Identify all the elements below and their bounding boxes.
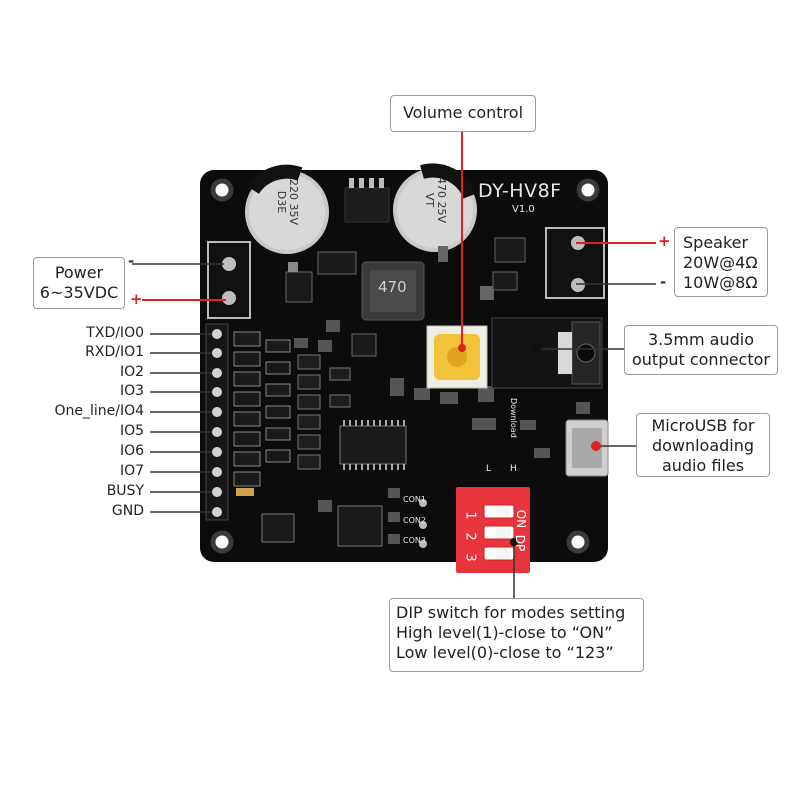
audio-output-line1: 3.5mm audio [647, 330, 755, 349]
capacitor-470-label: 470 25V VT [423, 176, 448, 224]
silk-con3: CON3 [403, 536, 426, 545]
pin-label-io4: One_line/IO4 [54, 403, 144, 419]
pin-label-busy: BUSY [106, 483, 144, 499]
board-name: DY-HV8F [478, 180, 562, 202]
microusb-line2: downloading [651, 436, 755, 455]
speaker-rating-4ohm: 20W@4Ω [683, 253, 758, 272]
speaker-callout: Speaker 20W@4Ω 10W@8Ω [674, 227, 768, 297]
speaker-label: Speaker [683, 233, 749, 252]
dip-switch-labels: ON DP 1 2 3 [462, 494, 532, 574]
power-label: Power [54, 263, 104, 282]
mount-hole [210, 530, 234, 554]
dip-switch-callout: DIP switch for modes setting High level(… [389, 598, 644, 672]
dip-label-on: ON [514, 509, 529, 529]
mount-hole [210, 178, 234, 202]
pin-label-io7: IO7 [119, 463, 144, 479]
volume-control-callout: Volume control [390, 95, 536, 132]
volume-control-label: Volume control [402, 103, 524, 122]
power-plus-sign: + [130, 290, 143, 308]
dip-label-3: 3 [462, 553, 478, 562]
capacitor-470uf [393, 163, 477, 252]
microusb-callout: MicroUSB for downloading audio files [636, 413, 770, 477]
silk-download: Download [509, 398, 518, 438]
dip-label-2: 2 [462, 532, 478, 541]
regulator-ic [344, 187, 390, 223]
audio-decoder-chip [339, 425, 407, 465]
amplifier-chip [337, 505, 383, 547]
silk-con1: CON1 [403, 495, 426, 504]
pin-label-txd: TXD/IO0 [86, 325, 144, 341]
speaker-rating-8ohm: 10W@8Ω [683, 273, 758, 292]
dip-callout-title: DIP switch for modes setting [396, 603, 626, 622]
inductor-label: 470 [378, 278, 407, 296]
pin-label-io3: IO3 [119, 383, 144, 399]
pin-label-rxd: RXD/IO1 [85, 344, 144, 360]
microusb-line1: MicroUSB for [651, 416, 755, 435]
power-callout: Power 6~35VDC [33, 257, 125, 309]
audio-output-line2: output connector [631, 350, 770, 369]
silk-l: L [486, 464, 492, 474]
pin-label-gnd: GND [111, 503, 144, 519]
capacitor-220-label: 220 35V D3E [275, 178, 300, 226]
power-voltage: 6~35VDC [39, 283, 119, 302]
pin-label-io5: IO5 [119, 423, 144, 439]
dip-callout-low: Low level(0)-close to “123” [396, 643, 614, 662]
dip-label-1: 1 [462, 511, 478, 520]
power-minus-sign: - [128, 252, 135, 270]
audio-output-callout: 3.5mm audio output connector [624, 325, 778, 375]
mount-hole [576, 178, 600, 202]
speaker-minus-sign: - [660, 273, 667, 291]
pin-label-io6: IO6 [119, 443, 144, 459]
capacitor-220uf [245, 164, 329, 254]
pin-label-io2: IO2 [119, 364, 144, 380]
dip-callout-high: High level(1)-close to “ON” [396, 623, 613, 642]
silk-h: H [510, 464, 517, 474]
power-terminal [207, 241, 251, 319]
board-version: V1.0 [512, 204, 535, 215]
speaker-plus-sign: + [658, 232, 671, 250]
microusb-line3: audio files [661, 456, 745, 475]
dip-label-dp: DP [513, 534, 528, 552]
mount-hole [566, 530, 590, 554]
silk-con2: CON2 [403, 516, 426, 525]
